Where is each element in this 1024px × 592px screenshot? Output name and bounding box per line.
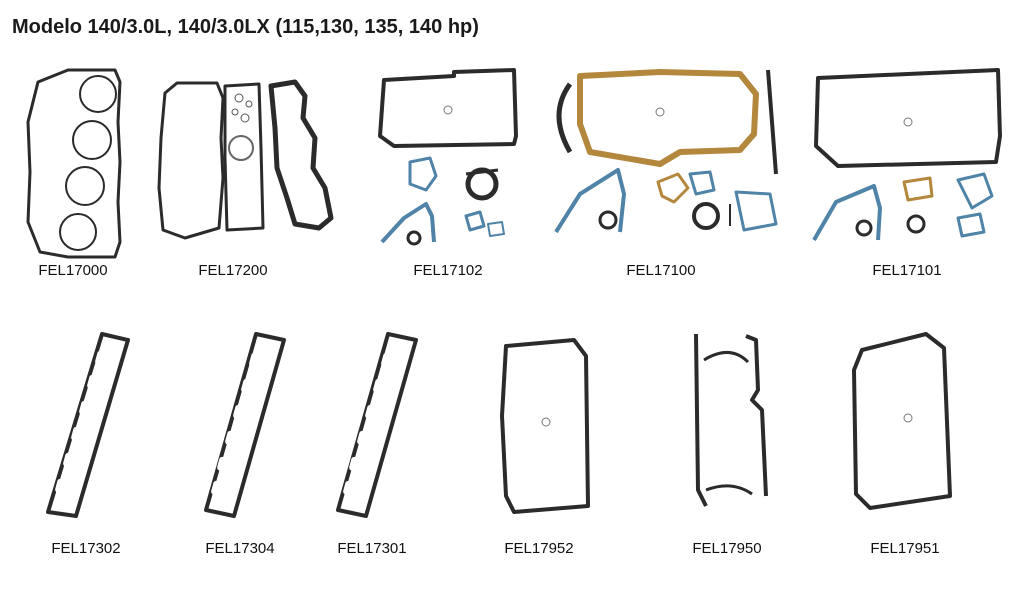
- kit-fel17200[interactable]: [155, 78, 345, 243]
- kit-fel17950[interactable]: [686, 330, 772, 510]
- head-set-image: [157, 79, 334, 240]
- manifold-gasket-image: [336, 332, 418, 518]
- kit-fel17100[interactable]: [550, 64, 790, 244]
- oil-pan-gasket-image: [500, 338, 590, 514]
- manifold-gasket-image: [46, 332, 130, 518]
- part-number-label: FEL17950: [692, 540, 762, 557]
- kit-fel17101[interactable]: [808, 66, 1008, 244]
- part-number-label: FEL17100: [626, 262, 696, 279]
- kit-fel17301[interactable]: [330, 330, 420, 520]
- part-number-label: FEL17000: [38, 262, 108, 279]
- part-number-label: FEL17102: [413, 262, 483, 279]
- page-title: Modelo 140/3.0L, 140/3.0LX (115,130, 135…: [12, 16, 479, 38]
- kit-fel17302[interactable]: [42, 330, 132, 520]
- kit-fel17000[interactable]: [20, 62, 130, 262]
- kit-fel17304[interactable]: [198, 330, 288, 520]
- oil-pan-gasket-image: [852, 332, 952, 510]
- kit-fel17102[interactable]: [374, 66, 524, 246]
- part-number-label: FEL17951: [870, 540, 940, 557]
- part-number-label: FEL17101: [872, 262, 942, 279]
- part-number-label: FEL17301: [337, 540, 407, 557]
- part-number-label: FEL17302: [51, 540, 121, 557]
- kit-fel17951[interactable]: [846, 330, 956, 516]
- part-number-label: FEL17952: [504, 540, 574, 557]
- part-number-label: FEL17200: [198, 262, 268, 279]
- part-number-label: FEL17304: [205, 540, 275, 557]
- kit-fel17952[interactable]: [494, 336, 594, 516]
- oil-pan-gasket-set-image: [812, 68, 1002, 242]
- cork-oil-pan-set-image: [554, 69, 778, 234]
- oil-pan-gasket-set-image: [378, 68, 518, 246]
- manifold-gasket-image: [204, 332, 286, 518]
- head-gasket-image: [26, 68, 122, 259]
- oil-pan-gasket-split-image: [694, 333, 768, 507]
